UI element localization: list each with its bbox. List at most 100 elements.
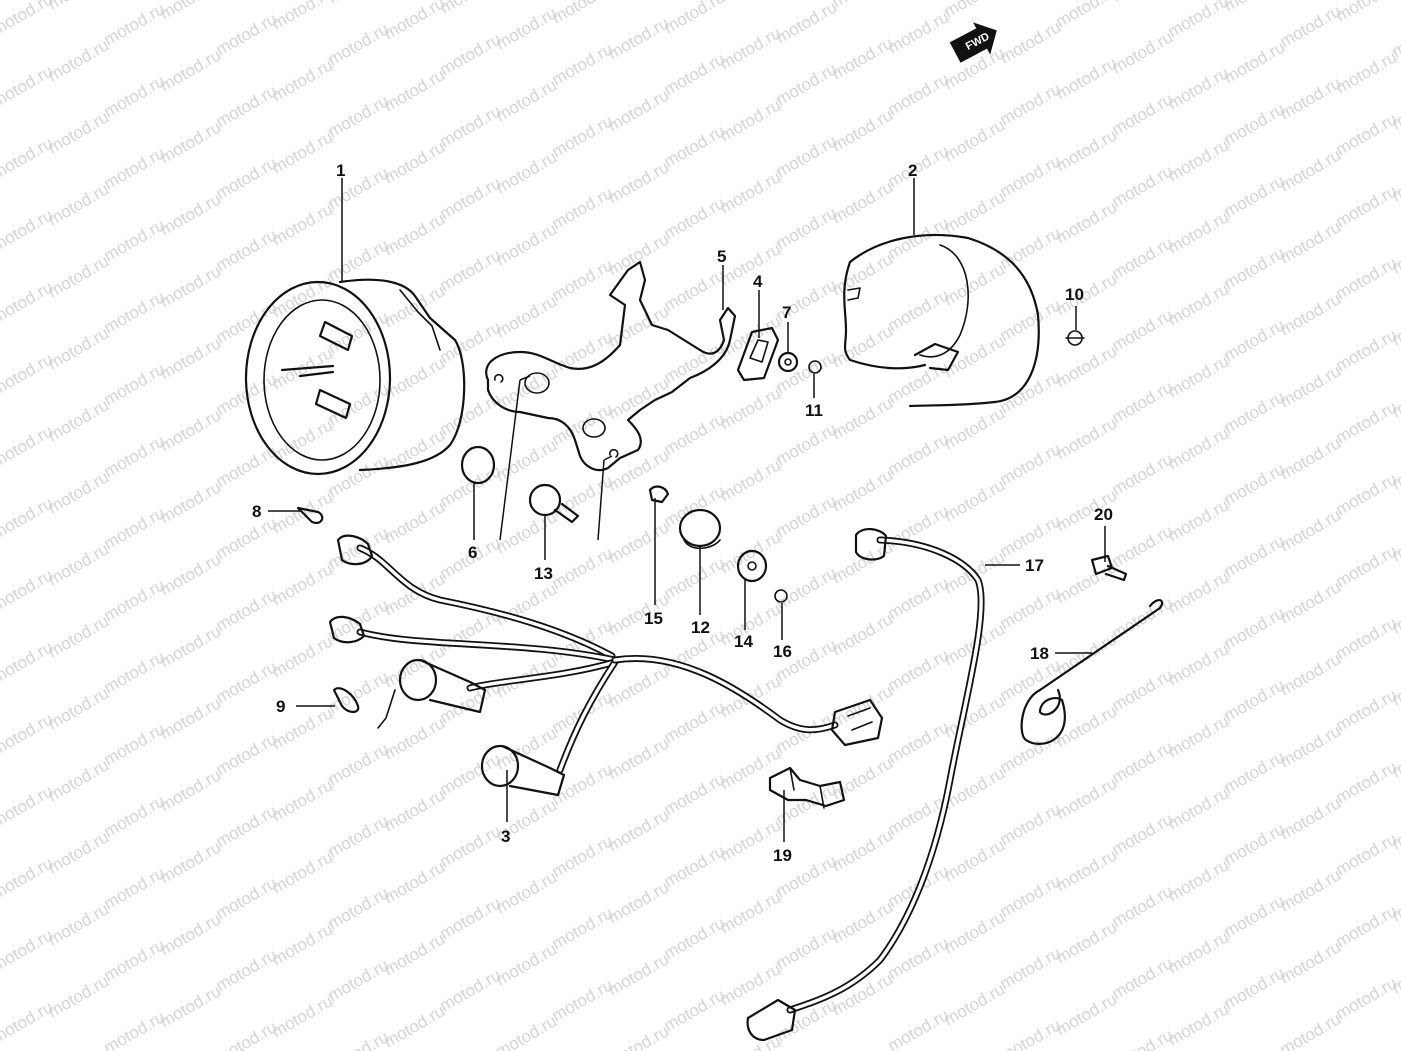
watermark-text: motod.ru [437,893,505,943]
washer-16-part [774,589,788,603]
washer-7-part [777,351,799,373]
watermark-text: motod.ru [325,1027,393,1051]
watermark-text: motod.ru [885,69,953,119]
socket-part [736,326,780,382]
watermark-text: motod.ru [997,583,1065,633]
watermark-text: motod.ru [0,709,56,759]
speedometer-cable-part [746,528,985,1042]
watermark-text: motod.ru [101,647,169,697]
screw-10-part [1065,330,1085,346]
watermark-text: motod.ru [661,769,729,819]
callout-3: 3 [501,827,510,846]
watermark-text: motod.ru [549,327,617,377]
watermark-text: motod.ru [773,59,841,109]
watermark-text: motod.ru [325,91,393,141]
callout-19: 19 [773,846,792,865]
watermark-text: motod.ru [0,349,56,399]
watermark-text: motod.ru [997,943,1065,993]
watermark-text: motod.ru [213,873,281,923]
callout-14: 14 [734,632,753,651]
callout-7: 7 [782,303,791,322]
callout-1: 1 [336,161,345,180]
watermark-text: motod.ru [661,553,729,603]
speedometer-part [244,278,466,476]
watermark-text: motod.ru [1221,531,1289,581]
watermark-text: motod.ru [885,357,953,407]
watermark-text: motod.ru [1277,1009,1345,1051]
watermark-text: motod.ru [605,1021,673,1051]
watermark-text: motod.ru [157,0,225,23]
watermark-text: motod.ru [661,49,729,99]
watermark-text: motod.ru [997,727,1065,777]
watermark-text: motod.ru [1109,953,1177,1003]
watermark-text: motod.ru [101,935,169,985]
watermark-text: motod.ru [885,717,953,767]
watermark-text: motod.ru [549,399,617,449]
watermark-text: motod.ru [269,0,337,33]
watermark-text: motod.ru [0,565,56,615]
watermark-text: motod.ru [101,791,169,841]
watermark-text: motod.ru [0,205,56,255]
watermark-text: motod.ru [1221,963,1289,1013]
callout-10: 10 [1065,285,1084,304]
callout-16: 16 [773,642,792,661]
watermark-text: motod.ru [1109,161,1177,211]
watermark-text: motod.ru [1109,881,1177,931]
watermark-text: motod.ru [1333,469,1401,519]
watermark-text: motod.ru [1333,613,1401,663]
watermark-text: motod.ru [101,719,169,769]
watermark-text: motod.ru [1109,0,1177,5]
watermark-text: motod.ru [437,749,505,799]
watermark-text: motod.ru [1333,181,1401,231]
watermark-text: motod.ru [773,419,841,469]
watermark-text: motod.ru [325,883,393,933]
socket-12-part [678,508,722,550]
watermark-text: motod.ru [1109,377,1177,427]
bolt-20-part [1090,554,1128,582]
watermark-text: motod.ru [437,245,505,295]
watermark-text: motod.ru [437,101,505,151]
callout-12: 12 [691,618,710,637]
callout-6: 6 [468,543,477,562]
watermark-text: motod.ru [661,841,729,891]
watermark-text: motod.ru [885,285,953,335]
watermark-text: motod.ru [1221,387,1289,437]
watermark-text: motod.ru [1333,0,1401,25]
callout-5: 5 [717,247,726,266]
watermark-text: motod.ru [1221,603,1289,653]
watermark-text: motod.ru [773,203,841,253]
watermark-text: motod.ru [325,19,393,69]
watermark-text: motod.ru [661,697,729,747]
watermark-text: motod.ru [773,491,841,541]
fwd-arrow-icon: FWD [949,22,997,63]
callout-11: 11 [805,401,823,420]
watermark-text: motod.ru [1221,747,1289,797]
watermark-text: motod.ru [1221,99,1289,149]
callout-17: 17 [1025,556,1044,575]
watermark-text: motod.ru [549,255,617,305]
watermark-text: motod.ru [101,575,169,625]
watermark-text: motod.ru [493,1011,561,1051]
watermark-text: motod.ru [1221,675,1289,725]
watermark-text: motod.ru [0,853,56,903]
watermark-text: motod.ru [717,0,785,1]
wiring-harness-part [328,534,884,797]
watermark-text: motod.ru [661,265,729,315]
bulb-15-part [648,485,670,504]
callout-13: 13 [534,564,553,583]
watermark-text: motod.ru [325,739,393,789]
watermark-text: motod.ru [997,439,1065,489]
leader-lines [268,178,1106,842]
callout-15: 15 [644,609,663,628]
watermark-text: motod.ru [997,295,1065,345]
callout-20: 20 [1094,505,1113,524]
watermark-text: motod.ru [101,71,169,121]
watermark-text: motod.ru [0,421,56,471]
watermark-text: motod.ru [213,945,281,995]
watermark-text: motod.ru [0,277,56,327]
watermark-text: motod.ru [213,9,281,59]
watermark-text: motod.ru [0,493,56,543]
watermark-text: motod.ru [549,543,617,593]
watermark-text: motod.ru [101,359,169,409]
watermark-text: motod.ru [0,925,56,975]
